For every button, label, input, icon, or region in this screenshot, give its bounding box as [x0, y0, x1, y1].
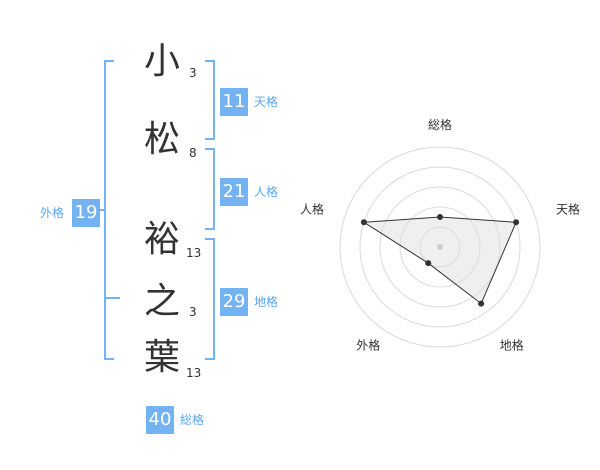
radar-ring-5 — [339, 146, 541, 348]
radar-ring-2 — [399, 206, 481, 288]
stroke-count-2: 8 — [189, 146, 197, 160]
kanji-char-4: 之 — [143, 281, 180, 322]
radar-axis-label-5: 人格 — [300, 201, 324, 216]
jinkaku-label: 人格 — [254, 185, 279, 199]
radar-points — [360, 214, 520, 307]
chikaku-badge: 29 — [220, 288, 248, 316]
kanji-char-2: 松 — [143, 119, 180, 160]
jinkaku-badge: 21 — [220, 178, 248, 206]
radar-point-4 — [425, 260, 432, 267]
gaikaku-badge: 19 — [72, 199, 100, 227]
tenkaku-label: 天格 — [254, 95, 279, 109]
radar-center-dot — [437, 244, 443, 250]
radar-point-3 — [478, 300, 485, 307]
radar-grid — [339, 146, 541, 348]
jinkaku-bracket — [205, 148, 215, 230]
chikaku-bracket — [205, 238, 215, 360]
kanji-char-5: 葉 — [143, 337, 180, 378]
radar-ring-1 — [419, 226, 461, 268]
radar-ring-4 — [359, 166, 521, 328]
radar-area — [362, 216, 517, 305]
soukaku-label: 総格 — [180, 413, 205, 427]
radar-point-2 — [513, 219, 520, 226]
stroke-count-5: 13 — [186, 366, 202, 380]
bracket-split-tick — [106, 297, 120, 299]
kanji-char-1: 小 — [143, 41, 180, 82]
radar-point-1 — [437, 214, 443, 220]
radar-axis-label-4: 外格 — [356, 338, 380, 353]
chikaku-label: 地格 — [254, 295, 279, 309]
radar-axis-label-1: 総格 — [428, 117, 452, 132]
stroke-count-1: 3 — [189, 66, 197, 80]
soukaku-badge: 40 — [146, 406, 174, 434]
gaikaku-bracket — [104, 60, 114, 360]
radar-axis-label-2: 天格 — [556, 201, 580, 216]
tenkaku-badge: 11 — [220, 88, 248, 116]
kanji-char-3: 裕 — [143, 219, 180, 260]
tenkaku-bracket — [205, 60, 215, 140]
stroke-count-4: 3 — [189, 305, 197, 319]
radar-point-5 — [360, 219, 367, 226]
radar-axis-label-3: 地格 — [500, 338, 524, 353]
stroke-count-3: 13 — [186, 246, 202, 260]
gaikaku-label: 外格 — [40, 206, 65, 220]
radar-ring-3 — [379, 186, 501, 308]
